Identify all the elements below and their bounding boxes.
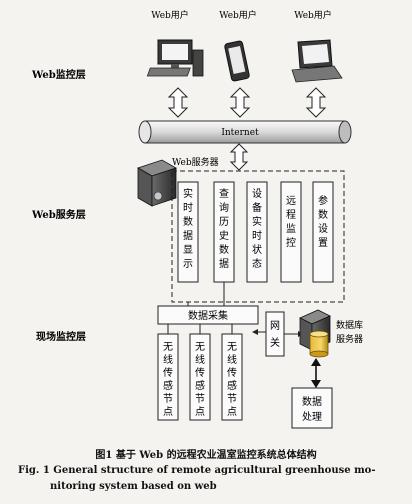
web-service-container [171, 170, 345, 303]
service-box-device-status [246, 181, 268, 283]
service-device-status-char-2: 备 [252, 201, 262, 214]
database-server-icon [299, 309, 331, 358]
service-device-status-char-1: 设 [252, 188, 262, 200]
service-remote-control-char-1: 远 [286, 195, 296, 207]
service-realtime-display-char-1: 实 [183, 187, 193, 200]
acquisition-to-sensor-connectors [167, 324, 233, 334]
sensor-node-3-char-6: 点 [227, 406, 237, 418]
layer-label-web-monitor: Web监控层 [31, 68, 86, 81]
client-label-1: Web用户 [151, 9, 189, 21]
service-realtime-display-char-5: 显 [183, 244, 193, 256]
figure-caption-chinese: 图1 基于 Web 的远程农业温室监控系统总体结构 [95, 450, 317, 461]
service-history-query-char-6: 据 [219, 257, 229, 270]
client-internet-arrow-3 [305, 87, 327, 118]
db-processing-arrowhead-down [311, 380, 321, 388]
web-server-icon [137, 159, 177, 207]
service-device-status-char-4: 时 [252, 230, 262, 242]
sensor-node-boxes [157, 333, 243, 421]
sensor-node-3-char-4: 感 [227, 379, 237, 392]
sensor-node-1-char-6: 点 [163, 406, 173, 418]
data-acquisition-label: 数据采集 [188, 309, 228, 322]
sensor-node-box-3 [221, 333, 243, 421]
sensor-node-2-char-1: 无 [195, 342, 205, 353]
sensor-node-1-char-3: 传 [163, 367, 173, 379]
web-server-label: Web服务器 [172, 156, 219, 168]
sensor-node-box-1 [157, 333, 179, 421]
gateway-char-2: 关 [270, 336, 280, 349]
data-processing-box [291, 387, 333, 429]
sensor-node-1-char-2: 线 [163, 353, 173, 366]
service-box-realtime-display [177, 181, 199, 283]
service-device-status-char-5: 状 [252, 243, 262, 256]
gateway-char-1: 网 [270, 320, 280, 332]
sensor-node-1-char-4: 感 [163, 379, 173, 392]
figure-caption-english-line-1: Fig. 1 General structure of remote agric… [18, 465, 376, 476]
sensor-node-3-char-2: 线 [227, 353, 237, 366]
sensor-node-2-char-3: 传 [195, 367, 205, 379]
sensor-node-2-char-2: 线 [195, 353, 205, 366]
data-processing-label-line-2: 处理 [302, 411, 322, 423]
mobile-phone-icon [224, 40, 250, 82]
service-realtime-display-char-6: 示 [183, 259, 193, 270]
db-server-label-line-2: 服务器 [336, 333, 363, 345]
service-history-query-char-5: 数 [219, 243, 229, 256]
db-server-label-line-1: 数据库 [336, 319, 363, 331]
service-remote-control-char-3: 监 [286, 222, 296, 235]
service-parameter-settings-char-2: 数 [318, 208, 328, 221]
internet-label: Internet [221, 128, 259, 138]
sensor-node-2-char-4: 感 [195, 379, 205, 392]
service-realtime-display-char-3: 数 [183, 215, 193, 228]
layer-label-field-monitor: 现场监控层 [36, 330, 86, 343]
service-device-status-char-3: 实 [252, 215, 262, 228]
internet-server-arrow [229, 143, 249, 171]
service-history-query-char-1: 查 [219, 187, 229, 200]
service-realtime-display-char-2: 时 [183, 202, 193, 214]
service-device-status-char-6: 态 [252, 257, 262, 270]
service-history-query-char-3: 历 [219, 216, 229, 228]
client-internet-arrow-2 [229, 87, 251, 118]
laptop-icon [291, 39, 343, 83]
service-parameter-settings-char-3: 设 [318, 223, 328, 235]
figure-caption-english-line-2: nitoring system based on web [50, 481, 217, 492]
data-acquisition-box [157, 305, 259, 325]
sensor-node-3-char-1: 无 [227, 342, 237, 353]
service-remote-control-char-2: 程 [286, 209, 296, 221]
sensor-node-box-2 [189, 333, 211, 421]
service-boxes [177, 181, 334, 283]
client-label-3: Web用户 [294, 9, 332, 21]
data-processing-label-line-1: 数据 [302, 395, 322, 408]
sensor-node-2-char-5: 节 [195, 393, 205, 405]
sensor-node-1-char-1: 无 [163, 342, 173, 353]
layer-label-web-service: Web服务层 [31, 208, 86, 221]
gateway-box [265, 311, 285, 357]
sensor-node-3-char-3: 传 [227, 367, 237, 379]
client-internet-arrow-1 [167, 87, 189, 118]
sensor-node-2-char-6: 点 [195, 406, 205, 418]
internet-pipe [138, 120, 352, 144]
acquisition-gateway-arrowhead [252, 329, 258, 335]
service-box-parameter-settings [312, 181, 334, 283]
service-box-remote-control [280, 181, 302, 283]
sensor-node-1-char-5: 节 [163, 393, 173, 405]
db-processing-arrowhead-up [311, 358, 321, 366]
service-history-query-char-4: 史 [219, 230, 229, 242]
service-to-acquisition-connectors [187, 282, 225, 306]
service-remote-control-char-4: 控 [286, 236, 296, 249]
client-label-2: Web用户 [219, 9, 257, 21]
desktop-computer-icon [146, 39, 204, 77]
service-parameter-settings-char-4: 置 [318, 237, 328, 249]
service-realtime-display-char-4: 据 [183, 229, 193, 242]
sensor-node-3-char-5: 节 [227, 393, 237, 405]
service-history-query-char-2: 询 [219, 201, 229, 214]
service-parameter-settings-char-1: 参 [318, 194, 328, 207]
